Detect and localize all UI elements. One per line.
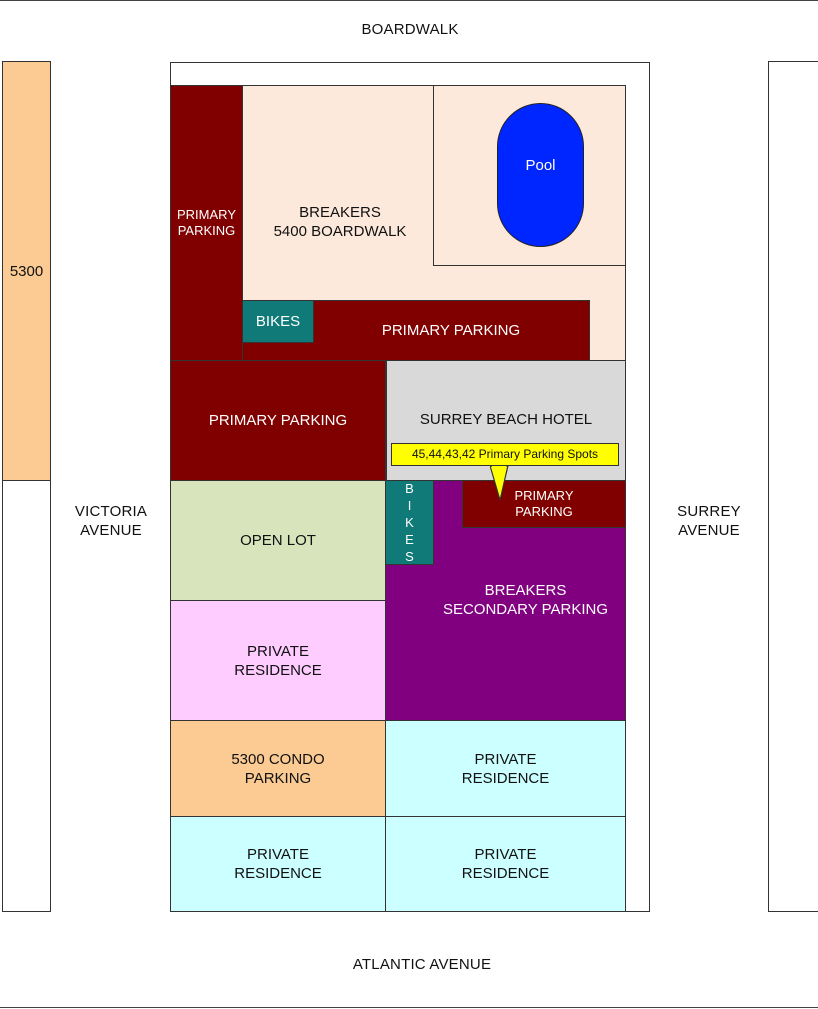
- right-block: [768, 61, 818, 912]
- pool-label: Pool: [525, 156, 556, 174]
- bikes-vertical-label: BIKES: [405, 481, 414, 564]
- private-residence-1: PRIVATE RESIDENCE: [170, 600, 386, 721]
- primary-parking-small-label: PRIMARY PARKING: [514, 488, 574, 519]
- street-label-victoria-avenue: VICTORIA AVENUE: [74, 503, 148, 539]
- street-label-surrey-avenue: SURREY AVENUE: [677, 503, 741, 539]
- primary-parking-vertical-label: PRIMARY PARKING: [177, 207, 236, 238]
- left-lot-5300-label: 5300: [9, 263, 44, 280]
- parking-spots-callout: 45,44,43,42 Primary Parking Spots: [391, 443, 619, 466]
- atlantic-avenue-line: [0, 1007, 818, 1008]
- boardwalk-line: [0, 0, 818, 1]
- street-label-boardwalk: BOARDWALK: [361, 21, 459, 38]
- private-residence-2-label: PRIVATE RESIDENCE: [461, 750, 550, 787]
- primary-parking-strip-label: PRIMARY PARKING: [381, 322, 521, 339]
- callout-pointer-fill: [490, 465, 509, 501]
- primary-parking-vertical: PRIMARY PARKING: [170, 85, 243, 361]
- bikes-top: BIKES: [242, 300, 314, 343]
- private-residence-3-label: PRIVATE RESIDENCE: [234, 846, 322, 882]
- open-lot-label: OPEN LOT: [240, 532, 316, 549]
- left-lot-5300: 5300: [2, 61, 51, 481]
- private-residence-1-label: PRIVATE RESIDENCE: [234, 642, 322, 679]
- left-block-lower: [2, 480, 51, 912]
- open-lot: OPEN LOT: [170, 480, 386, 601]
- bikes-top-label: BIKES: [255, 313, 301, 330]
- private-residence-3: PRIVATE RESIDENCE: [170, 816, 386, 912]
- primary-parking-mid: PRIMARY PARKING: [170, 360, 386, 481]
- private-residence-4-label: PRIVATE RESIDENCE: [461, 846, 550, 882]
- private-residence-2: PRIVATE RESIDENCE: [385, 720, 626, 817]
- primary-parking-mid-label: PRIMARY PARKING: [208, 412, 348, 429]
- private-residence-4: PRIVATE RESIDENCE: [385, 816, 626, 912]
- primary-parking-small: PRIMARY PARKING: [462, 480, 626, 528]
- bikes-vertical: BIKES: [385, 480, 434, 565]
- breakers-label: BREAKERS 5400 BOARDWALK: [273, 204, 407, 240]
- surrey-beach-hotel-label: SURREY BEACH HOTEL: [419, 411, 593, 428]
- condo-parking-label: 5300 CONDO PARKING: [231, 750, 325, 787]
- pool: Pool: [497, 103, 584, 247]
- street-label-atlantic-avenue: ATLANTIC AVENUE: [352, 956, 492, 973]
- breakers-secondary-parking-label: BREAKERS SECONDARY PARKING: [442, 581, 609, 618]
- condo-parking: 5300 CONDO PARKING: [170, 720, 386, 817]
- parking-spots-callout-text: 45,44,43,42 Primary Parking Spots: [411, 447, 599, 461]
